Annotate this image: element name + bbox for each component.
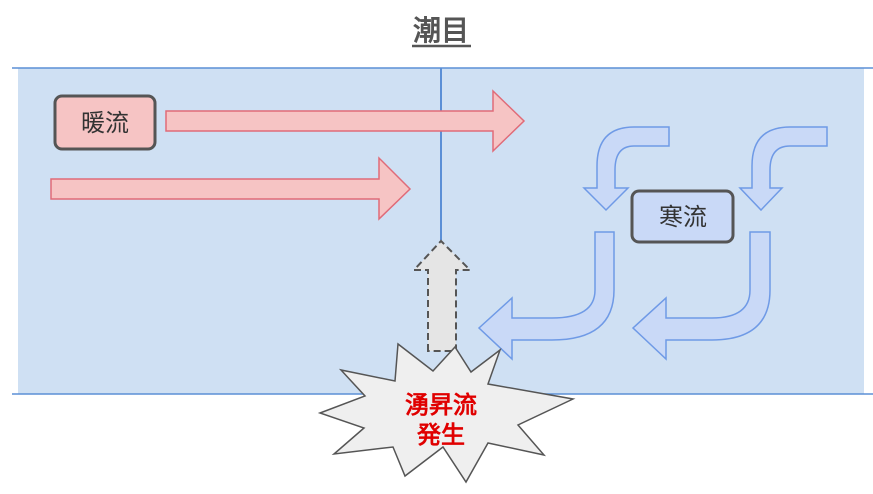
warm-current-label-box [53,94,157,151]
cold-current-arrow-large-left [477,231,615,361]
cold-current-arrow-small-left [582,126,670,212]
warm-current-arrow-lower [50,156,412,221]
cold-current-label-box [630,189,735,244]
cold-current-arrow-small-right [738,126,828,212]
diagram-title: 潮目 [413,14,469,47]
cold-current-label: 寒流 [659,203,707,231]
upwelling-label-line1: 湧昇流 [405,391,477,419]
warm-current-arrow-upper [165,89,526,153]
upwelling-label-line2: 発生 [416,421,465,449]
upwelling-burst [317,342,576,484]
cold-current-arrow-large-right [631,231,771,361]
warm-current-label: 暖流 [81,109,129,137]
upwelling-arrow [411,239,473,352]
